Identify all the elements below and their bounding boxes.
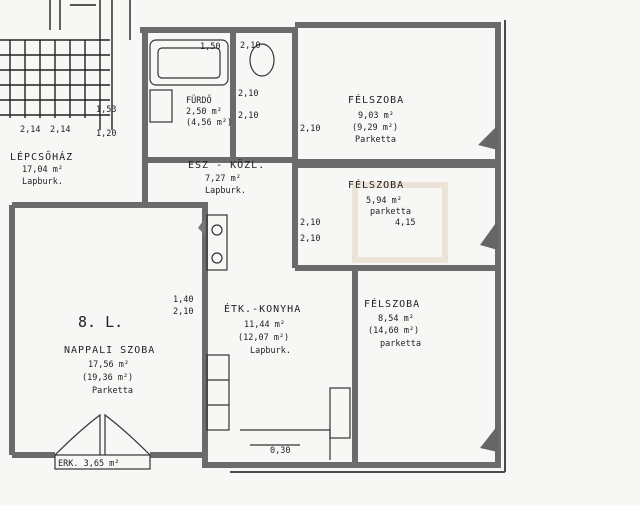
dim-7: 2,10 (300, 234, 320, 244)
balcony-label: ERK. 3,65 m² (58, 459, 119, 469)
kitchen-name: ÉTK.-KONYHA (224, 302, 301, 315)
kitchen-floor: Lapburk. (250, 346, 291, 356)
dim-14: 2,10 (240, 41, 260, 51)
dimensions: 1,53 2,14 2,14 1,20 2,10 2,10 2,10 1,40 … (20, 41, 320, 456)
bath-area: 2,50 m² (186, 107, 222, 117)
bedroom1-area-paren: (9,29 m²) (352, 123, 398, 133)
hall-floor: Lapburk. (205, 186, 246, 196)
kitchen-area: 11,44 m² (244, 320, 285, 330)
living-area-paren: (19,36 m²) (82, 373, 133, 383)
living-area: 17,56 m² (88, 360, 129, 370)
stairwell-floor: Lapburk. (22, 177, 63, 187)
walls (9, 20, 506, 473)
stairwell-steps (0, 0, 131, 130)
stairwell-area: 17,04 m² (22, 165, 63, 175)
bedroom1-area: 9,03 m² (358, 111, 394, 121)
dim-8: 1,40 (173, 295, 193, 305)
bedroom3-floor: parketta (380, 339, 421, 349)
watermark (352, 182, 448, 263)
bedroom3-area: 8,54 m² (378, 314, 414, 324)
kitchen-area-paren: (12,07 m²) (238, 333, 289, 343)
washbasin (149, 89, 173, 123)
hall-area: 7,27 m² (205, 174, 241, 184)
bathtub (149, 39, 229, 86)
stairwell-name: LÉPCSŐHÁZ (10, 149, 73, 163)
dim-12: 0,30 (270, 446, 290, 456)
bedroom3-area-paren: (14,60 m²) (368, 326, 419, 336)
bedroom3-name: FÉLSZOBA (364, 297, 420, 310)
dim-5: 2,10 (300, 124, 320, 134)
unit-label: 8. L. (78, 313, 123, 331)
bedroom2-note: 4,15 (395, 218, 415, 228)
stove (206, 354, 230, 431)
balcony (54, 454, 151, 470)
kitchen-counter (206, 214, 228, 271)
dim-6: 2,10 (300, 218, 320, 228)
bedroom2-name: FÉLSZOBA (348, 178, 404, 191)
dim-9: 2,10 (173, 307, 193, 317)
living-name: NAPPALI SZOBA (64, 345, 155, 356)
dim-2: 2,14 (20, 125, 40, 135)
hall-name: ESZ - KÖZL. (188, 158, 265, 171)
door-swing (54, 413, 101, 456)
fixtures (54, 39, 448, 470)
bedroom1-floor: Parketta (355, 135, 396, 145)
toilet (249, 43, 275, 77)
room-labels: LÉPCSŐHÁZ 17,04 m² Lapburk. ESZ - KÖZL. … (10, 93, 421, 469)
bath-floor: (4,56 m²) (186, 118, 232, 128)
dim-1: 1,53 (96, 105, 116, 115)
bedroom1-name: FÉLSZOBA (348, 93, 404, 106)
living-floor: Parketta (92, 386, 133, 396)
dim-4: 1,20 (96, 129, 116, 139)
window-marks (198, 125, 498, 452)
bedroom2-floor: parketta (370, 207, 411, 217)
dim-3: 2,14 (50, 125, 70, 135)
dim-13: 2,10 (238, 89, 258, 99)
dim-10: 1,50 (200, 42, 220, 52)
bedroom2-area: 5,94 m² (366, 196, 402, 206)
bath-name: FÜRDŐ (186, 95, 212, 106)
dim-11: 2,10 (238, 111, 258, 121)
